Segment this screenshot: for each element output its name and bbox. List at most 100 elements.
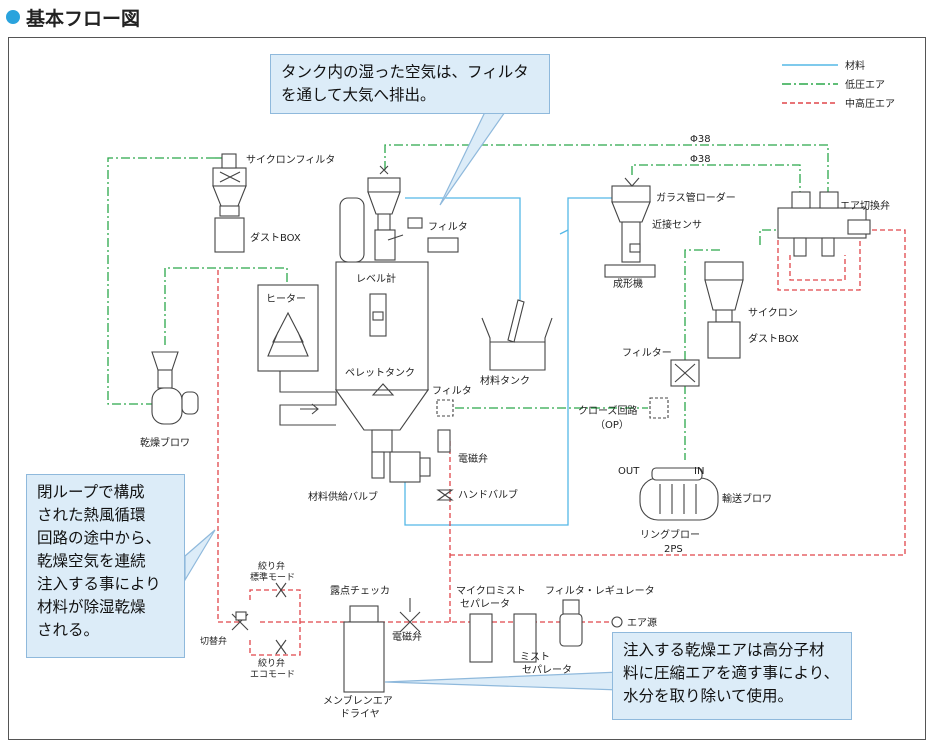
callout-bottom: 注入する乾燥エアは高分子材 料に圧縮エアを適す事により、 水分を取り除いて使用。	[612, 632, 852, 720]
legend-material-label: 材料	[845, 59, 865, 72]
label-filter-top: フィルタ	[428, 221, 468, 233]
label-dust-box: ダストBOX	[250, 231, 301, 244]
label-cyclone: サイクロン	[748, 307, 798, 319]
callout-left-line-4: 乾燥空気を連続	[37, 552, 146, 570]
label-micro-mist-1: マイクロミスト	[456, 585, 526, 597]
dry-blower-unit	[151, 351, 199, 425]
high-air-left-vertical	[217, 270, 240, 623]
low-air-transport	[684, 249, 720, 360]
label-switch-valve: 切替弁	[200, 635, 227, 647]
membrane-dryer-unit	[343, 605, 385, 693]
low-air-lines	[107, 144, 829, 460]
micro-mist-unit	[469, 613, 493, 663]
high-air-lines	[217, 229, 906, 656]
callout-top-line-2: を通して大気へ排出。	[281, 86, 436, 104]
material-pipe-feed-return	[404, 197, 620, 526]
label-throttle-eco: 絞り弁	[258, 657, 285, 669]
cyclone-filter-unit	[212, 153, 247, 253]
high-air-switch-loop	[777, 240, 861, 291]
high-air-riser	[445, 439, 451, 622]
label-dry-blower: 乾燥ブロワ	[140, 436, 190, 449]
filter-regulator-unit	[559, 599, 583, 647]
label-dew-checker: 露点チェッカ	[330, 585, 390, 597]
label-ring-blower-2ps: 2PS	[664, 544, 683, 555]
label-ring-blower: リングブロー	[640, 528, 700, 541]
label-phi38-b: Φ38	[690, 154, 711, 165]
legend-low-air-label: 低圧エア	[845, 78, 885, 91]
label-filter-regulator: フィルタ・レギュレータ	[545, 585, 655, 597]
label-hand-valve: ハンドバルブ	[458, 488, 518, 501]
low-air-dryer-loop	[107, 157, 215, 405]
label-membrane-dryer-1: メンブレンエア	[323, 694, 393, 707]
label-molding-machine: 成形機	[613, 277, 643, 290]
label-closed-circuit-op: （OP）	[595, 419, 629, 431]
title-bullet-icon	[6, 10, 20, 24]
duct-arrow	[300, 403, 319, 415]
equipment-labels: サイクロンフィルタ ダストBOX ヒーター 乾燥ブロワ レベル計 ペレットタンク…	[140, 134, 890, 720]
closed-circuit-unit	[649, 397, 669, 419]
label-phi38-a: Φ38	[690, 134, 711, 145]
filter-mid-unit	[670, 359, 700, 387]
cyclone-right-unit	[704, 261, 744, 359]
label-material-tank: 材料タンク	[480, 374, 530, 387]
label-heater: ヒーター	[266, 293, 306, 305]
callout-left-line-1: 閉ループで構成	[37, 483, 145, 501]
label-filter-small: フィルタ	[432, 385, 472, 397]
label-cyclone-dust-box: ダストBOX	[748, 332, 799, 345]
duct	[279, 371, 337, 426]
label-closed-circuit: クローズ回路	[578, 404, 638, 417]
low-air-phi38-second	[631, 164, 801, 195]
solenoid-valve-unit	[389, 429, 451, 483]
callout-top: タンク内の湿った空気は、フィルタ を通して大気へ排出。	[270, 54, 550, 114]
label-out: OUT	[618, 466, 640, 477]
high-air-throttle-loop-2	[249, 622, 301, 656]
callout-pointer-top	[439, 111, 507, 206]
ring-blower-unit	[639, 467, 719, 521]
callout-pointer-bottom	[384, 671, 621, 691]
label-micro-mist-2: セパレータ	[460, 598, 510, 610]
pellet-tank-unit	[334, 197, 430, 479]
callout-bottom-line-3: 水分を取り除いて使用。	[623, 687, 794, 705]
high-air-switch-loop-2	[789, 255, 846, 281]
label-pellet-tank: ペレットタンク	[345, 367, 415, 379]
air-switch-valve-unit	[777, 191, 871, 257]
top-filter-unit	[367, 165, 459, 261]
callout-left-line-6: 材料が除湿乾燥	[37, 598, 146, 616]
callout-pointer-left	[184, 529, 216, 583]
label-mist-sep-1: ミスト	[520, 652, 550, 663]
mist-sep-unit	[513, 613, 537, 663]
low-air-exhaust-top	[384, 144, 829, 195]
callout-top-line-1: タンク内の湿った空気は、フィルタ	[281, 63, 529, 81]
label-throttle-std-mode: 標準モード	[250, 571, 295, 583]
label-glass-loader: ガラス管ローダー	[656, 191, 736, 204]
heater-unit	[257, 284, 319, 372]
glass-loader-unit	[604, 177, 656, 278]
label-solenoid-valve: 電磁弁	[458, 452, 488, 465]
low-air-blower-to-heater	[164, 267, 288, 345]
label-filter-mid: フィルター	[622, 347, 672, 359]
page-title: 基本フロー図	[6, 4, 140, 30]
hand-valve-shape	[436, 489, 454, 501]
material-pipe-loader-link	[559, 229, 569, 235]
bottom-solenoid-shape	[399, 598, 421, 633]
label-membrane-dryer-2: ドライヤ	[340, 708, 380, 720]
label-level-meter: レベル計	[356, 272, 396, 285]
legend: 材料 低圧エア 中高圧エア	[782, 59, 895, 110]
legend-high-air-label: 中高圧エア	[845, 97, 895, 110]
equipment	[151, 153, 871, 693]
air-source-circle	[611, 616, 623, 628]
callout-left: 閉ループで構成 された熱風循環 回路の途中から、 乾燥空気を連続 注入する事によ…	[26, 474, 185, 658]
label-solenoid-valve-bottom: 電磁弁	[392, 630, 422, 643]
label-throttle-std: 絞り弁	[258, 560, 285, 572]
label-material-feed-valve: 材料供給バルブ	[308, 490, 378, 503]
callout-left-line-5: 注入する事により	[37, 575, 161, 593]
switch-valve-unit	[231, 582, 287, 655]
label-transport-blower: 輸送ブロワ	[722, 492, 772, 505]
callout-left-line-7: される。	[37, 621, 100, 639]
label-mist-sep-2: セパレータ	[522, 664, 572, 676]
label-throttle-eco-mode: エコモード	[250, 670, 295, 680]
label-proximity-sensor: 近接センサ	[652, 218, 702, 231]
label-cyclone-filter: サイクロンフィルタ	[246, 154, 335, 166]
material-tank-unit	[481, 299, 553, 371]
